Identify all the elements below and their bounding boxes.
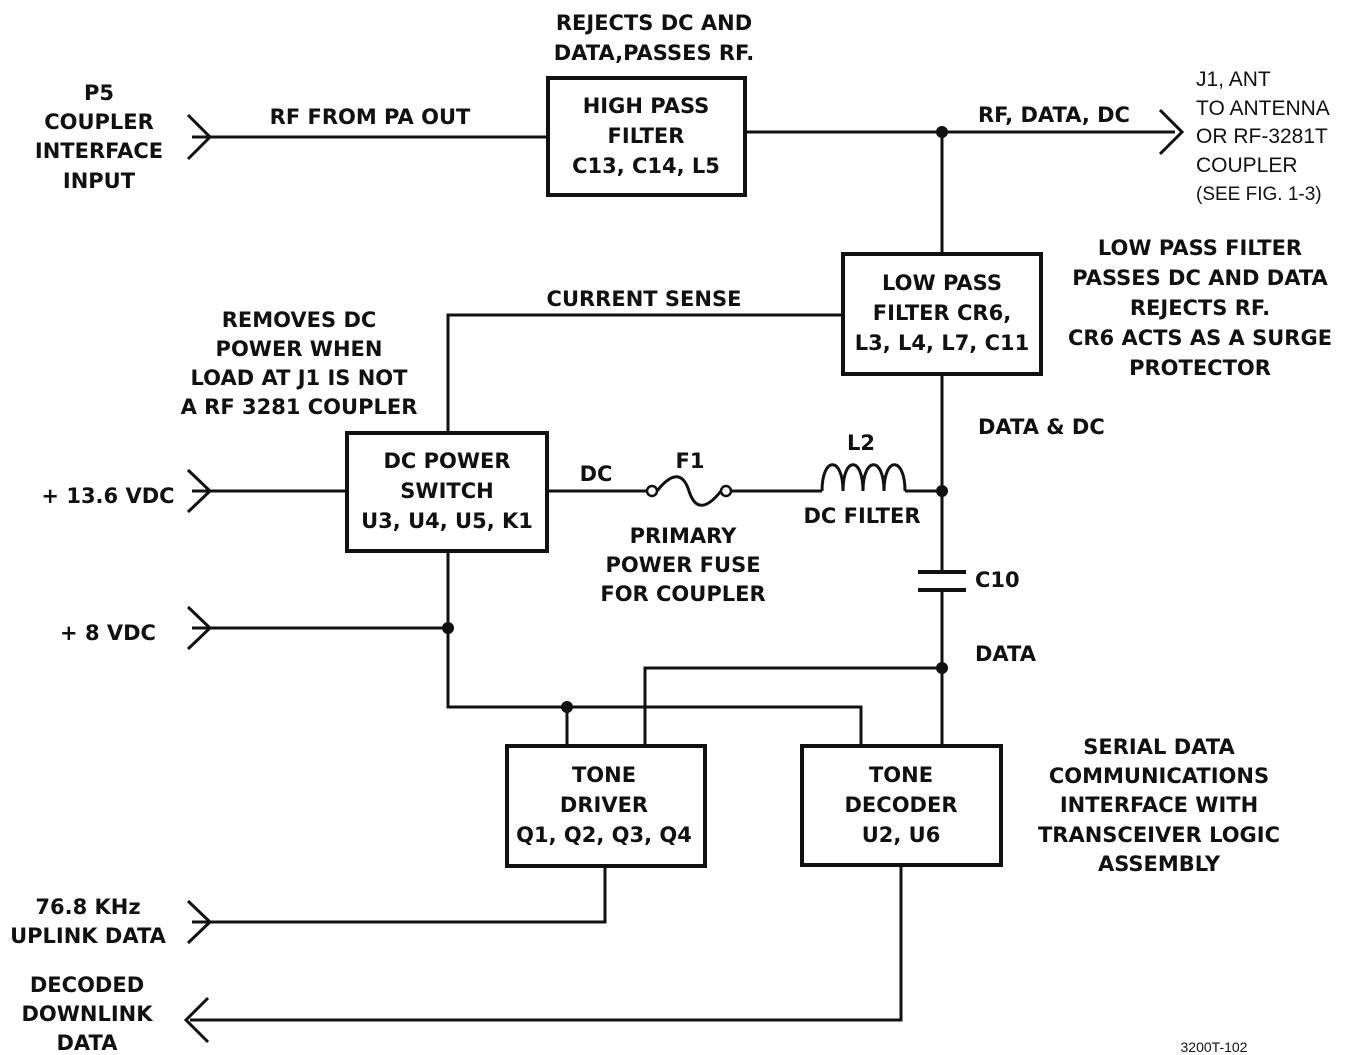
p5-line-1: P5 (84, 81, 114, 105)
lpf-note: LOW PASS FILTER PASSES DC AND DATA REJEC… (1068, 236, 1332, 380)
fuse-f1 (645, 475, 733, 507)
decoder-line-3: U2, U6 (862, 823, 941, 847)
downlink-label: DECODED DOWNLINK DATA (21, 973, 153, 1055)
fuse-note-line-2: POWER FUSE (605, 553, 760, 577)
serial-note-line-5: ASSEMBLY (1098, 852, 1221, 876)
uplink-line-1: 76.8 KHz (35, 895, 140, 919)
p5-line-2: COUPLER (44, 110, 154, 134)
driver-line-1: TONE (572, 763, 636, 787)
dcsw-note-line-4: A RF 3281 COUPLER (181, 395, 418, 419)
driver-line-2: DRIVER (560, 793, 648, 817)
inductor-l2 (820, 463, 907, 492)
wiring (190, 130, 1175, 1022)
hpf-note: REJECTS DC AND DATA,PASSES RF. (554, 11, 755, 65)
serial-note: SERIAL DATA COMMUNICATIONS INTERFACE WIT… (1038, 735, 1280, 876)
lpf-note-line-4: CR6 ACTS AS A SURGE (1068, 326, 1332, 350)
j1-output-arrow (1158, 108, 1185, 156)
dc-label: DC (580, 462, 613, 486)
j1-line-3: OR RF-3281T (1196, 125, 1328, 148)
serial-note-line-2: COMMUNICATIONS (1049, 764, 1269, 788)
rf-data-dc-label: RF, DATA, DC (978, 103, 1130, 127)
plus-13v6-arrow (186, 468, 213, 514)
junction-dots (442, 126, 948, 713)
f1-label: F1 (676, 449, 705, 473)
p5-input-arrow (186, 113, 213, 161)
dcsw-note-line-1: REMOVES DC (222, 308, 377, 332)
dcsw-note-line-3: LOAD AT J1 IS NOT (191, 366, 409, 390)
tone-driver-block: TONE DRIVER Q1, Q2, Q3, Q4 (505, 744, 707, 868)
hpf-line-2: FILTER (608, 124, 685, 148)
junction-8v (442, 622, 454, 634)
l2-label: L2 (847, 431, 875, 455)
lpf-line-2: FILTER CR6, (873, 301, 1011, 325)
serial-note-line-1: SERIAL DATA (1083, 735, 1235, 759)
wire-current-sense (446, 313, 843, 433)
dcsw-line-2: SWITCH (400, 479, 493, 503)
j1-line-4: COUPLER (1196, 154, 1298, 177)
wire-data-to-driver (643, 666, 942, 746)
j1-line-2: TO ANTENNA (1196, 97, 1330, 120)
dcsw-note-line-2: POWER WHEN (216, 337, 383, 361)
capacitor-c10 (918, 570, 966, 592)
hpf-note-line-2: DATA,PASSES RF. (554, 41, 755, 65)
uplink-arrow (186, 899, 213, 945)
lpf-note-line-2: PASSES DC AND DATA (1072, 266, 1328, 290)
low-pass-filter-block: LOW PASS FILTER CR6, L3, L4, L7, C11 (841, 252, 1043, 376)
hpf-note-line-1: REJECTS DC AND (556, 11, 752, 35)
j1-line-5: (SEE FIG. 1-3) (1196, 184, 1322, 205)
wire-power-bus (446, 551, 863, 746)
plus-8v-arrow (186, 605, 213, 651)
dcsw-line-1: DC POWER (383, 449, 510, 473)
figure-id: 3200T-102 (1181, 1039, 1248, 1055)
junction-bus-driver (561, 701, 573, 713)
downlink-line-3: DATA (56, 1031, 118, 1055)
junction-rf (936, 126, 948, 138)
downlink-line-1: DECODED (30, 973, 144, 997)
connector-arrows (183, 108, 1185, 1044)
data-and-dc-label: DATA & DC (978, 415, 1105, 439)
wire-downlink (190, 866, 903, 1022)
lpf-line-1: LOW PASS (882, 271, 1002, 295)
fuse-note-line-1: PRIMARY (630, 524, 738, 548)
p5-input-label: P5 COUPLER INTERFACE INPUT (35, 81, 163, 193)
decoder-line-2: DECODER (845, 793, 958, 817)
downlink-line-2: DOWNLINK (21, 1002, 153, 1026)
j1-output-label: J1, ANT TO ANTENNA OR RF-3281T COUPLER (… (1196, 68, 1330, 205)
rf-from-pa-label: RF FROM PA OUT (270, 105, 471, 129)
hpf-line-3: C13, C14, L5 (572, 154, 720, 178)
wire-uplink (192, 866, 607, 924)
current-sense-label: CURRENT SENSE (547, 287, 742, 311)
hpf-line-1: HIGH PASS (583, 94, 710, 118)
driver-line-3: Q1, Q2, Q3, Q4 (516, 823, 692, 847)
downlink-arrow (183, 996, 210, 1044)
serial-note-line-4: TRANSCEIVER LOGIC (1038, 823, 1280, 847)
decoder-line-1: TONE (869, 763, 933, 787)
lpf-note-line-5: PROTECTOR (1129, 356, 1271, 380)
uplink-line-2: UPLINK DATA (10, 924, 167, 948)
lpf-note-line-1: LOW PASS FILTER (1098, 236, 1302, 260)
dc-power-switch-block: DC POWER SWITCH U3, U4, U5, K1 (345, 431, 549, 553)
j1-line-1: J1, ANT (1196, 68, 1271, 91)
lpf-note-line-3: REJECTS RF. (1130, 296, 1270, 320)
junction-data (936, 662, 948, 674)
dcsw-line-3: U3, U4, U5, K1 (361, 509, 533, 533)
c10-label: C10 (975, 568, 1020, 592)
tone-decoder-block: TONE DECODER U2, U6 (800, 744, 1003, 867)
dc-filter-label: DC FILTER (803, 504, 920, 528)
data-label: DATA (975, 642, 1037, 666)
lpf-line-3: L3, L4, L7, C11 (855, 331, 1029, 355)
plus-13v6-label: + 13.6 VDC (41, 484, 174, 508)
junction-dc-node (936, 485, 948, 497)
p5-line-4: INPUT (63, 169, 136, 193)
dc-switch-note: REMOVES DC POWER WHEN LOAD AT J1 IS NOT … (181, 308, 418, 419)
serial-note-line-3: INTERFACE WITH (1060, 793, 1258, 817)
p5-line-3: INTERFACE (35, 139, 163, 163)
high-pass-filter-block: HIGH PASS FILTER C13, C14, L5 (546, 76, 747, 197)
plus-8v-label: + 8 VDC (60, 621, 156, 645)
fuse-note: PRIMARY POWER FUSE FOR COUPLER (600, 524, 765, 606)
fuse-note-line-3: FOR COUPLER (600, 582, 765, 606)
uplink-label: 76.8 KHz UPLINK DATA (10, 895, 167, 948)
